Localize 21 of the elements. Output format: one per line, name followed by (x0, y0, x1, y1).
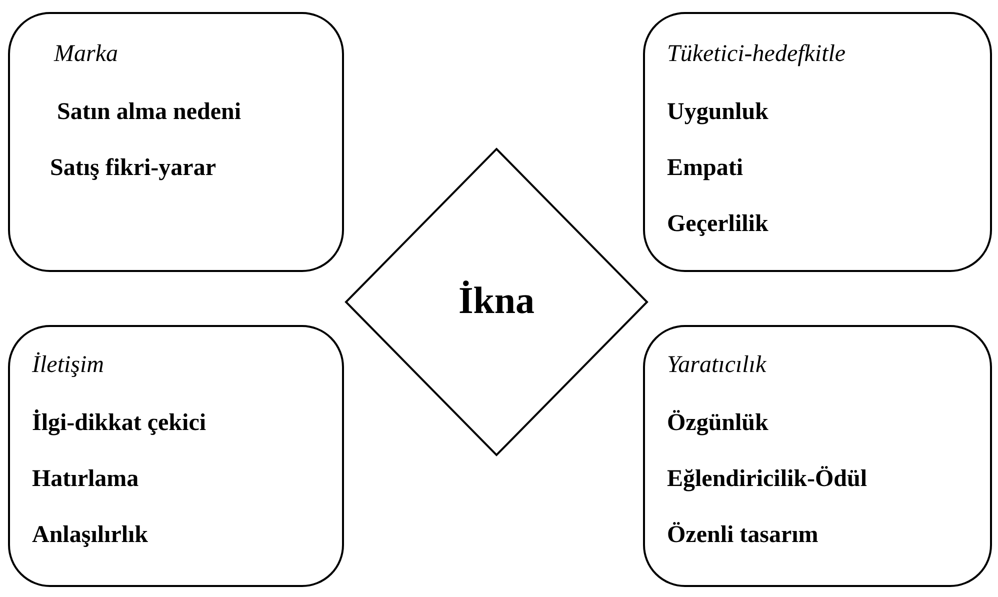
category-heading: Marka (54, 40, 118, 69)
criterion-label: Satın alma nedeni (57, 98, 242, 127)
category-heading: Tüketici-hedefkitle (667, 40, 846, 69)
category-box (8, 12, 344, 272)
category-heading: Yaratıcılık (667, 351, 766, 380)
decision-diamond (345, 148, 648, 456)
criterion-label: İlgi-dikkat çekici (32, 409, 206, 438)
criterion-label: Anlaşılırlık (32, 521, 148, 550)
criterion-label: Uygunluk (667, 98, 768, 127)
center-label: İkna (458, 279, 535, 324)
criterion-label: Eğlendiricilik-Ödül (667, 465, 868, 494)
category-box (8, 325, 344, 587)
category-box (643, 325, 992, 587)
category-heading: İletişim (32, 351, 104, 380)
criterion-label: Empati (667, 154, 744, 183)
criterion-label: Özgünlük (667, 409, 768, 438)
category-box (643, 12, 992, 272)
criterion-label: Özenli tasarım (667, 521, 818, 550)
criterion-label: Hatırlama (32, 465, 139, 494)
criterion-label: Satış fikri-yarar (50, 154, 216, 183)
criterion-label: Geçerlilik (667, 210, 768, 239)
